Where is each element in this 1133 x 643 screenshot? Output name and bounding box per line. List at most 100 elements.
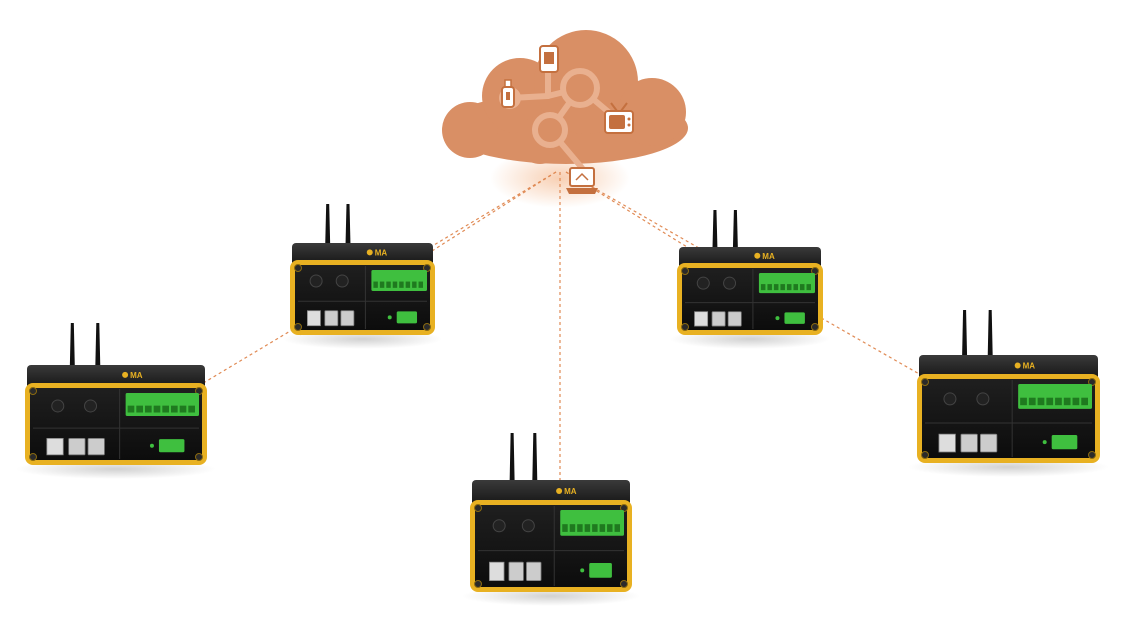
terminal-pin: [412, 281, 417, 288]
brand-logo-mark: [366, 249, 373, 256]
terminal-pin: [144, 405, 152, 413]
antenna-connector: [335, 274, 349, 288]
gateway-devices: MA MA MA MA MA: [15, 204, 1110, 606]
terminal-pin: [786, 284, 792, 291]
terminal-pin: [392, 281, 398, 288]
screw: [423, 323, 431, 331]
terminal-pin: [577, 524, 583, 532]
terminal-pin: [170, 405, 178, 413]
status-led: [775, 316, 780, 321]
power-connector: [396, 311, 418, 324]
usb-port: [340, 310, 355, 327]
ethernet-port: [938, 433, 956, 453]
brand-logo-text: MA: [762, 252, 775, 261]
terminal-block: [758, 273, 815, 294]
ethernet-port: [306, 310, 321, 327]
ethernet-port: [694, 311, 709, 327]
terminal-pin: [607, 524, 613, 532]
cloud-network-graph: [499, 57, 621, 171]
usb-port: [87, 438, 105, 456]
screw: [620, 580, 628, 588]
usb-port: [711, 311, 726, 327]
terminal-pin: [1063, 397, 1071, 406]
terminal-pin: [127, 405, 135, 413]
antenna-connector: [84, 399, 98, 413]
gateway-right: MA: [907, 310, 1110, 477]
terminal-pin: [599, 524, 606, 532]
terminal-pin: [1028, 397, 1036, 406]
brand-logo-text: MA: [130, 371, 143, 380]
usb-port: [979, 433, 998, 453]
screw: [294, 264, 302, 272]
tv-icon: [604, 102, 634, 134]
power-connector: [784, 312, 805, 324]
status-led: [149, 443, 154, 448]
screw: [195, 453, 203, 461]
usb-port: [508, 561, 524, 581]
ethernet-port: [46, 438, 64, 456]
ethernet-port: [489, 561, 505, 581]
graph-node-large: [560, 68, 600, 108]
power-connector: [589, 563, 612, 578]
antenna-connector: [521, 519, 535, 533]
brand-logo-text: MA: [375, 248, 388, 257]
usb-port: [960, 433, 978, 453]
terminal-pin: [373, 281, 378, 288]
brand-logo-mark: [556, 488, 563, 494]
terminal-pin: [153, 405, 161, 413]
usb-port: [68, 438, 86, 456]
brand-logo-text: MA: [564, 487, 577, 496]
terminal-pin: [793, 284, 798, 291]
screw: [474, 580, 482, 588]
terminal-pin: [162, 405, 169, 413]
gateway-top-left: MA: [282, 204, 443, 349]
gateway-top-right: MA: [669, 210, 831, 349]
antenna-connector: [723, 276, 737, 290]
cloud: [442, 30, 688, 194]
power-connector: [158, 439, 185, 453]
status-led: [1042, 440, 1047, 445]
terminal-pin: [614, 524, 620, 532]
screw: [811, 323, 819, 331]
terminal-pin: [418, 281, 423, 288]
terminal-pin: [569, 524, 576, 532]
terminal-pin: [806, 284, 811, 291]
screw: [681, 323, 689, 331]
screw: [294, 323, 302, 331]
device-top-face: [472, 480, 630, 506]
status-led: [387, 315, 392, 320]
terminal-pin: [1020, 397, 1027, 406]
status-led: [580, 568, 585, 573]
gateway-bottom-center: MA: [461, 433, 641, 606]
terminal-pin: [179, 405, 187, 413]
brand-logo-mark: [754, 252, 761, 259]
terminal-pin: [405, 281, 411, 288]
terminal-pin: [379, 281, 385, 288]
terminal-block: [371, 270, 427, 291]
laptop-icon: [566, 167, 598, 194]
screw: [1088, 451, 1096, 459]
power-connector: [1051, 434, 1078, 450]
antenna-connector: [976, 392, 990, 406]
terminal-pin: [780, 284, 785, 291]
screw: [29, 453, 37, 461]
screw: [681, 267, 689, 275]
terminal-pin: [188, 405, 195, 413]
terminal-pin: [1055, 397, 1062, 406]
terminal-pin: [399, 281, 404, 288]
terminal-pin: [767, 284, 772, 291]
screw: [474, 504, 482, 512]
usb-stick-icon: [501, 79, 515, 108]
terminal-pin: [1046, 397, 1054, 406]
usb-port: [324, 310, 339, 327]
brand-logo-text: MA: [1023, 361, 1036, 370]
screw: [921, 451, 929, 459]
terminal-pin: [584, 524, 591, 532]
brand-logo-mark: [122, 371, 129, 378]
antenna-connector: [492, 519, 506, 533]
antenna-connector: [696, 276, 710, 290]
device-top-face: [919, 355, 1098, 380]
antenna-connector: [51, 399, 65, 413]
